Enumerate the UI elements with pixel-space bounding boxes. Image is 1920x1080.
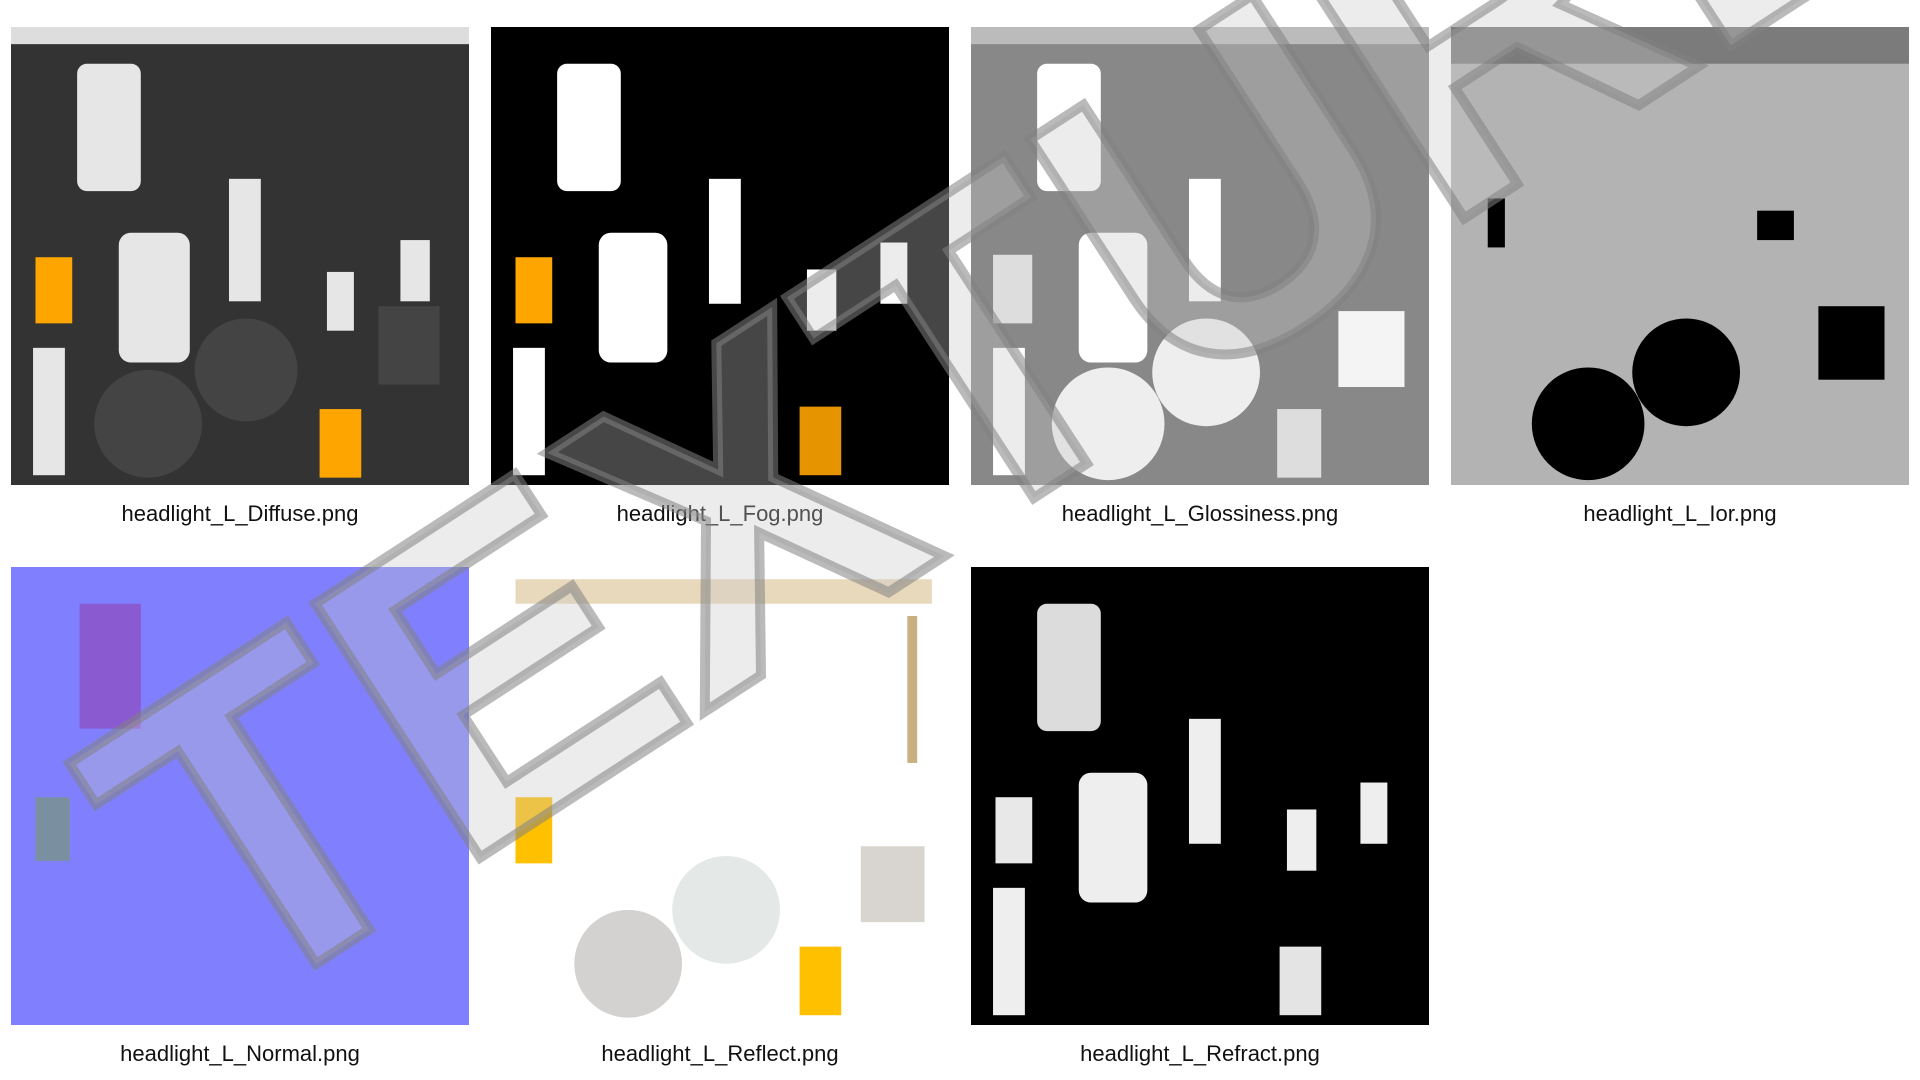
texture-filename: headlight_L_Normal.png [120,1041,360,1066]
texture-filename: headlight_L_Diffuse.png [121,501,359,526]
diffuse-thumbnail [11,27,469,485]
texture-tile-diffuse[interactable]: headlight_L_Diffuse.png [11,27,469,526]
texture-filename: headlight_L_Ior.png [1583,501,1777,526]
texture-tile-normal[interactable]: headlight_L_Normal.png [11,567,469,1066]
texture-filename: headlight_L_Refract.png [1080,1041,1320,1066]
glossiness-thumbnail [971,27,1429,485]
fog-thumbnail [491,27,949,485]
reflect-thumbnail [491,567,949,1025]
texture-filename: headlight_L_Reflect.png [601,1041,839,1066]
texture-tile-refract[interactable]: headlight_L_Refract.png [971,567,1429,1066]
texture-tile-ior[interactable]: headlight_L_Ior.png [1451,27,1909,526]
texture-filename: headlight_L_Glossiness.png [1061,501,1339,526]
texture-tile-fog[interactable]: headlight_L_Fog.png [491,27,949,526]
texture-filename: headlight_L_Fog.png [616,501,824,526]
texture-tile-reflect[interactable]: headlight_L_Reflect.png [491,567,949,1066]
normal-thumbnail [11,567,469,1025]
texture-tile-glossiness[interactable]: headlight_L_Glossiness.png [971,27,1429,526]
refract-thumbnail [971,567,1429,1025]
ior-thumbnail [1451,27,1909,485]
